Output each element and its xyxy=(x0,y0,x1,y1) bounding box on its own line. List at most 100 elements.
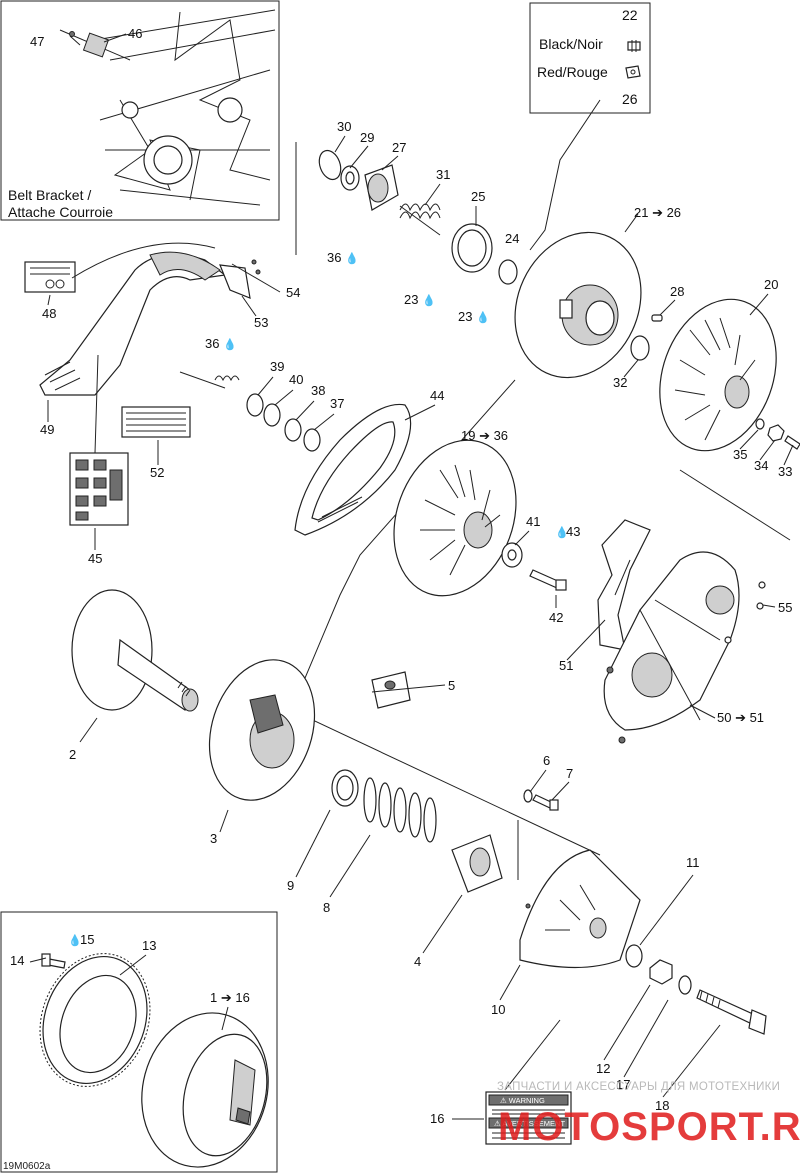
drop-23b-icon: 💧 xyxy=(476,311,490,324)
label-14: 14 xyxy=(10,953,24,968)
label-39: 39 xyxy=(270,359,284,374)
label-52: 52 xyxy=(150,465,164,480)
legend-inset-frame xyxy=(529,2,651,114)
part-9-ring xyxy=(331,769,359,807)
part-52-decal xyxy=(121,406,191,438)
label-6: 6 xyxy=(543,753,550,768)
part-45-decal xyxy=(69,452,129,526)
drawing-code: 19M0602a xyxy=(3,1161,51,1172)
part-10-governor-cup xyxy=(519,849,641,969)
part-32-washer xyxy=(630,335,650,361)
part-41-washer xyxy=(501,542,523,568)
assembly-guide-lines xyxy=(268,99,791,880)
label-51: 51 xyxy=(559,658,573,673)
watermark-top-text: ЗАПЧАСТИ И АКСЕССУАРЫ ДЛЯ МОТОТЕХНИКИ xyxy=(497,1081,780,1093)
part-42-bolt xyxy=(529,569,567,591)
label-20: 20 xyxy=(764,277,778,292)
part-17-washer xyxy=(678,975,692,995)
drop-36b-icon: 💧 xyxy=(223,338,237,351)
label-46: 46 xyxy=(128,26,142,41)
label-33: 33 xyxy=(778,464,792,479)
label-19: 19 ➔ 36 xyxy=(461,428,508,443)
label-11: 11 xyxy=(686,855,700,870)
legend-red-text: Red/Rouge xyxy=(537,64,608,80)
label-12: 12 xyxy=(596,1061,610,1076)
label-50: 50 ➔ 51 xyxy=(717,710,764,725)
legend-black-text: Black/Noir xyxy=(539,36,603,52)
part-1-drive-pulley xyxy=(141,1012,269,1168)
belt-bracket-caption-line2: Attache Courroie xyxy=(8,204,113,220)
drop-43-icon: 💧 xyxy=(555,526,569,539)
label-4: 4 xyxy=(414,954,421,969)
part-50-cover xyxy=(603,551,740,744)
label-8: 8 xyxy=(323,900,330,915)
part-28-key xyxy=(651,314,663,322)
label-31: 31 xyxy=(436,167,450,182)
label-18: 18 xyxy=(655,1098,669,1113)
legend-top-number: 22 xyxy=(622,7,638,23)
label-3: 3 xyxy=(210,831,217,846)
label-7: 7 xyxy=(566,766,573,781)
label-17: 17 xyxy=(616,1077,630,1092)
part-51-guard xyxy=(597,519,651,651)
label-1: 1 ➔ 16 xyxy=(210,990,250,1005)
part-6-washer xyxy=(523,789,533,803)
label-36b: 36 xyxy=(205,336,219,351)
part-38-washer xyxy=(284,418,302,442)
part-49-belt-guard xyxy=(39,251,227,396)
label-5: 5 xyxy=(448,678,455,693)
label-40: 40 xyxy=(289,372,303,387)
legend-bottom-number: 26 xyxy=(622,91,638,107)
label-34: 34 xyxy=(754,458,768,473)
label-21: 21 ➔ 26 xyxy=(634,205,681,220)
part-13-ring-gear xyxy=(39,953,151,1087)
label-24: 24 xyxy=(505,231,519,246)
label-2: 2 xyxy=(69,747,76,762)
part-30-ring xyxy=(318,149,342,181)
part-21-sheave xyxy=(514,231,642,379)
connector-black-icon xyxy=(627,40,641,52)
label-45: 45 xyxy=(88,551,102,566)
label-23a: 23 xyxy=(404,292,418,307)
label-36a: 36 xyxy=(327,250,341,265)
label-44: 44 xyxy=(430,388,444,403)
drop-23a-icon: 💧 xyxy=(422,294,436,307)
label-25: 25 xyxy=(471,189,485,204)
label-9: 9 xyxy=(287,878,294,893)
connector-red-icon xyxy=(625,65,641,79)
part-33-bolt xyxy=(784,435,800,450)
part-18-bolt xyxy=(696,989,767,1035)
label-32: 32 xyxy=(613,375,627,390)
part-39-washer xyxy=(246,393,264,417)
label-35: 35 xyxy=(733,447,747,462)
part-25-bushing xyxy=(451,223,493,273)
label-47: 47 xyxy=(30,34,44,49)
part-55-screws xyxy=(724,581,766,644)
leader-lines xyxy=(29,33,794,1098)
part-27-cam xyxy=(364,164,399,211)
belt-bracket-caption-line1: Belt Bracket / xyxy=(8,187,91,203)
label-37: 37 xyxy=(330,396,344,411)
belt-bracket-frame-drawing xyxy=(59,9,276,206)
label-54: 54 xyxy=(286,285,300,300)
part-44-drive-belt xyxy=(294,403,412,536)
drive-pulley-inset-frame xyxy=(0,911,278,1173)
label-30: 30 xyxy=(337,119,351,134)
label-13: 13 xyxy=(142,938,156,953)
part-29-washer xyxy=(340,165,360,191)
part-14-screw xyxy=(41,953,66,969)
label-27: 27 xyxy=(392,140,406,155)
label-55: 55 xyxy=(778,600,792,615)
label-43: 43 xyxy=(566,524,580,539)
label-28: 28 xyxy=(670,284,684,299)
part-12-nut xyxy=(649,959,673,985)
label-38: 38 xyxy=(311,383,325,398)
part-23-bushing xyxy=(498,259,518,285)
part-2-fixed-sheave xyxy=(71,589,199,712)
part-19-driven-pulley xyxy=(393,439,517,597)
part-34-nut xyxy=(767,424,785,442)
part-16-warning-decal xyxy=(485,1091,572,1145)
belt-bracket-inset-frame xyxy=(0,0,280,221)
belt-bracket-caption: Belt Bracket / Attache Courroie xyxy=(8,187,113,220)
